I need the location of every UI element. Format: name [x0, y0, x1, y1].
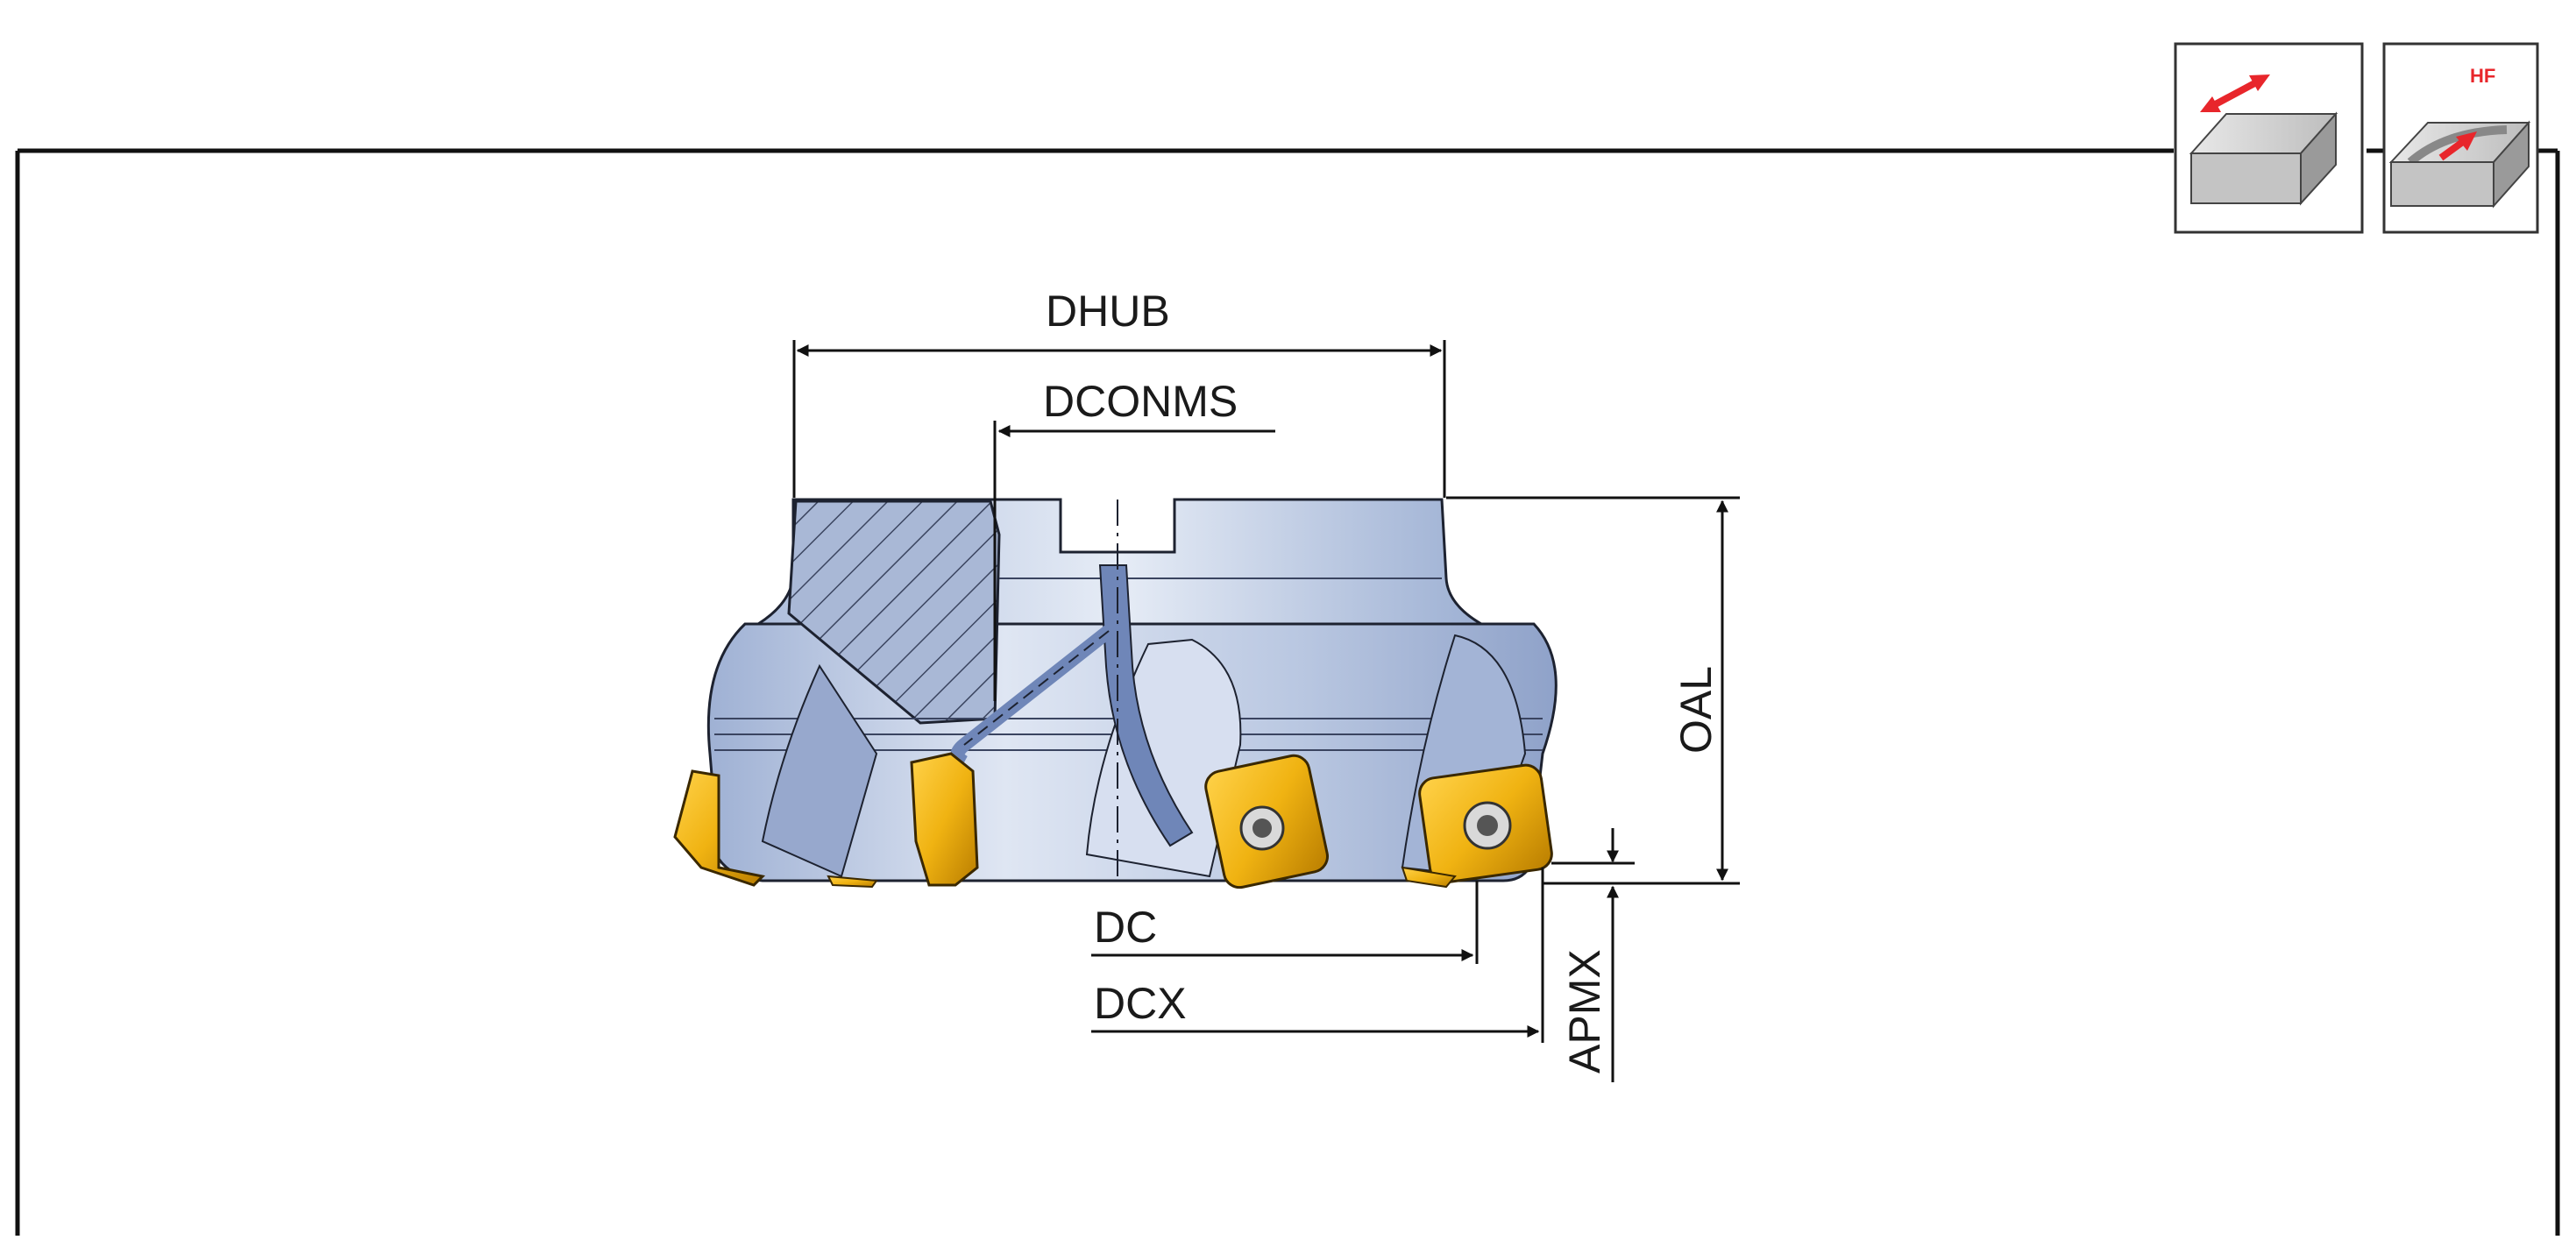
cutting-inserts	[673, 752, 1553, 889]
insert-front-left	[1204, 754, 1329, 889]
face-milling-icon	[2174, 42, 2364, 234]
insert-front-right	[1418, 763, 1553, 884]
dc-label: DC	[1094, 903, 1157, 952]
drawing-frame	[15, 148, 2560, 1236]
hf-badge-label: HF	[2470, 65, 2495, 87]
dcx-label: DCX	[1094, 979, 1187, 1028]
dhub-label: DHUB	[1046, 287, 1170, 336]
oal-label: OAL	[1671, 666, 1721, 754]
high-feed-icon: HF	[2382, 42, 2539, 234]
dimension-lines	[792, 340, 1740, 1082]
apmx-label: APMX	[1560, 949, 1609, 1073]
dconms-label: DCONMS	[1043, 377, 1238, 426]
